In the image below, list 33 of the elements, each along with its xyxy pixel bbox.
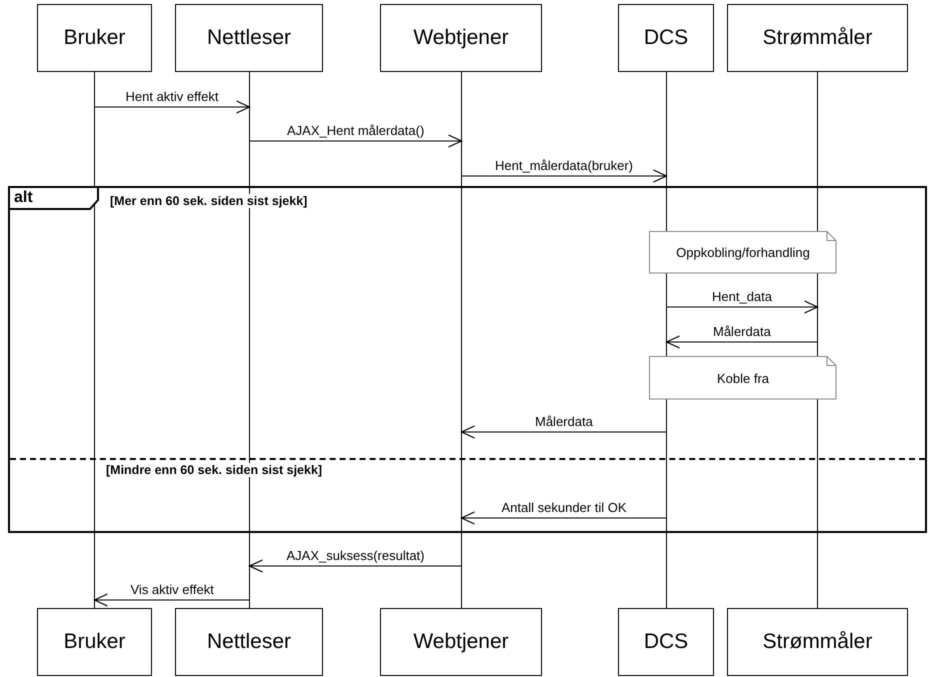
message-label: Målerdata [534, 415, 594, 429]
message-arrow [460, 511, 667, 525]
message-arrow [249, 134, 462, 148]
participant-box: Bruker [37, 608, 152, 676]
message-arrow [94, 100, 250, 114]
message-arrow [666, 300, 818, 314]
note: Koble fra [649, 356, 837, 400]
message-arrow [461, 169, 668, 183]
message-label: Antall sekunder til OK [500, 501, 628, 515]
participant-box: Nettleser [175, 608, 323, 676]
guard-condition: [Mer enn 60 sek. siden sist sjekk] [110, 194, 308, 208]
participant-box: Nettleser [175, 4, 323, 72]
message-label: Målerdata [712, 325, 772, 339]
message-label: AJAX_Hent målerdata() [286, 124, 426, 138]
participant-box: Bruker [37, 4, 152, 72]
note: Oppkobling/forhandling [649, 231, 837, 274]
message-label: Hent aktiv effekt [124, 90, 220, 104]
message-label: Hent_målerdata(bruker) [494, 159, 634, 173]
participant-box: Webtjener [380, 608, 542, 676]
message-arrow [94, 593, 250, 607]
message-arrow [460, 425, 667, 439]
participant-box: Webtjener [380, 4, 542, 72]
participant-box: Strømmåler [727, 4, 908, 72]
guard-condition: [Mindre enn 60 sek. siden sist sjekk] [106, 463, 322, 477]
message-arrow [666, 335, 818, 349]
message-label: Hent_data [711, 290, 773, 304]
frame-operator: alt [14, 189, 33, 207]
message-arrow [248, 559, 462, 573]
participant-box: DCS [618, 608, 714, 676]
message-label: Vis aktiv effekt [130, 583, 215, 597]
participant-box: Strømmåler [727, 608, 908, 676]
message-label: AJAX_suksess(resultat) [286, 549, 426, 563]
participant-box: DCS [618, 4, 714, 72]
